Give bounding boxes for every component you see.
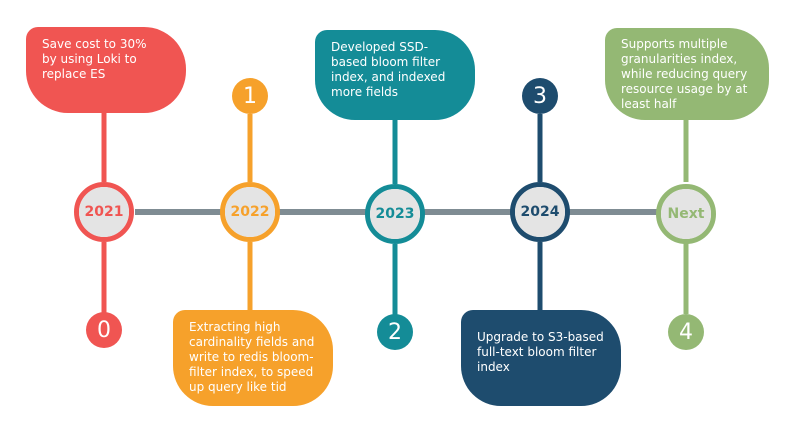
year-node-2022: 2022 [220, 182, 280, 242]
year-label-2023: 2023 [370, 189, 420, 239]
milestone-number-3: 3 [522, 78, 558, 114]
milestone-2022-text: Extracting high cardinality fields and w… [173, 310, 333, 406]
milestone-number-4: 4 [668, 314, 704, 350]
milestone-2024-text: Upgrade to S3-based full-text bloom filt… [461, 310, 621, 406]
milestone-number-2: 2 [377, 314, 413, 350]
milestone-number-0: 0 [86, 312, 122, 348]
year-node-2023: 2023 [365, 184, 425, 244]
milestone-next-text: Supports multiple granularities index, w… [605, 28, 769, 120]
year-label-2021: 2021 [79, 187, 129, 237]
milestone-number-1: 1 [232, 78, 268, 114]
year-node-next: Next [656, 184, 716, 244]
year-label-next: Next [661, 189, 711, 239]
year-label-2022: 2022 [225, 187, 275, 237]
year-node-2024: 2024 [510, 182, 570, 242]
milestone-2021-text: Save cost to 30% by using Loki to replac… [26, 27, 186, 113]
year-node-2021: 2021 [74, 182, 134, 242]
year-label-2024: 2024 [515, 187, 565, 237]
milestone-2023-text: Developed SSD-based bloom filter index, … [315, 30, 475, 120]
